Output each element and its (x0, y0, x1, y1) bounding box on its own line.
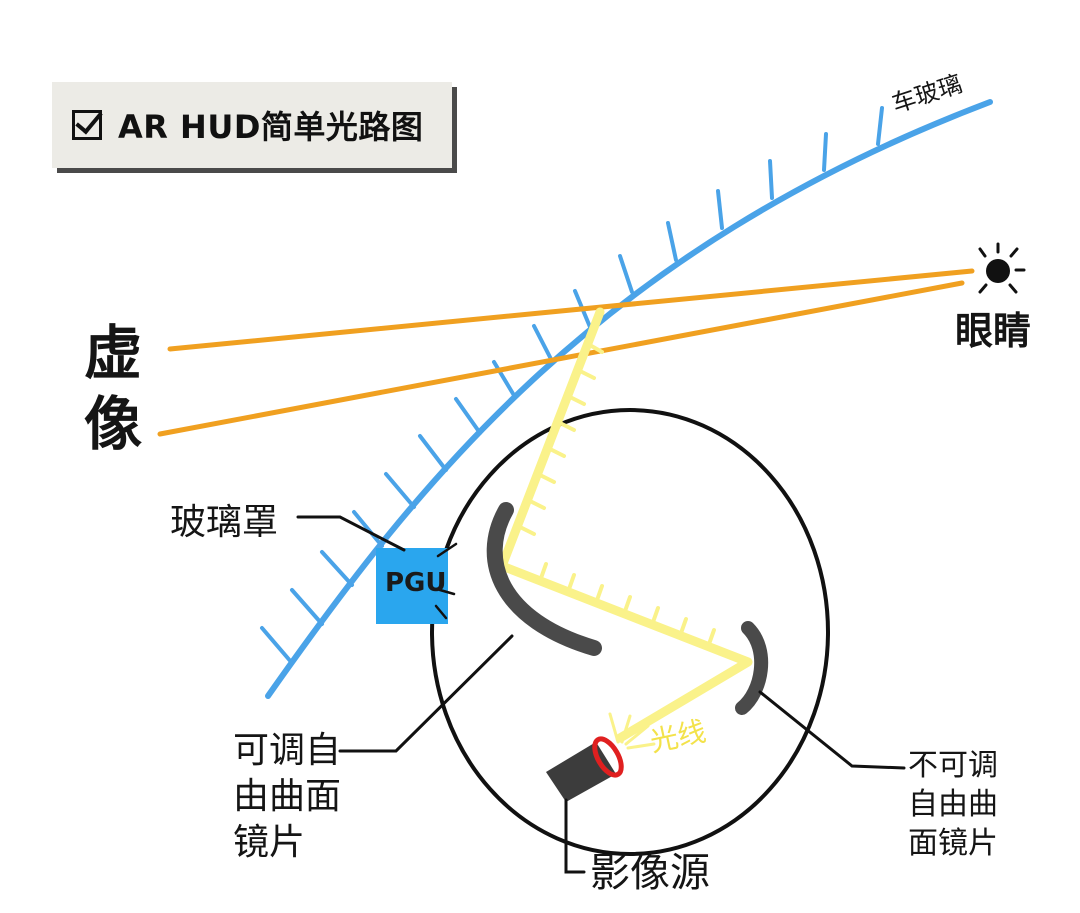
diagram-title: AR HUD简单光路图 (118, 108, 424, 146)
sight-line-lower (157, 280, 965, 437)
leader-adjustable-mirror (338, 634, 514, 753)
image-source-label: 影像源 (590, 850, 710, 896)
adjustable-mirror (486, 502, 602, 656)
glass-cover-sparkles (434, 542, 458, 620)
pgu-box (376, 548, 448, 624)
light-rays (608, 712, 656, 750)
adjustable-mirror-label: 可调自由曲面镜片 (233, 730, 342, 864)
eye-icon (978, 242, 1026, 294)
leader-image-source (564, 798, 586, 874)
leader-glass-cover (296, 515, 406, 552)
hud-housing-circle (430, 408, 830, 856)
fixed-mirror-label: 不可调自由曲面镜片 (908, 748, 998, 861)
fixed-mirror (735, 621, 769, 715)
windshield-hatching (260, 106, 884, 665)
windshield-line (265, 99, 993, 699)
light-path-hatching (516, 342, 716, 649)
checkbox-checked-icon (72, 110, 102, 140)
eye-label: 眼睛 (955, 309, 1032, 353)
pgu-label: PGU (385, 568, 447, 598)
sight-line-upper (167, 268, 975, 352)
image-source-projector (546, 736, 624, 802)
leader-fixed-mirror (758, 690, 906, 770)
virtual-image-label: 虚像 (84, 319, 143, 458)
title-card: AR HUD简单光路图 (52, 82, 452, 168)
glass-cover-label: 玻璃罩 (170, 502, 279, 543)
